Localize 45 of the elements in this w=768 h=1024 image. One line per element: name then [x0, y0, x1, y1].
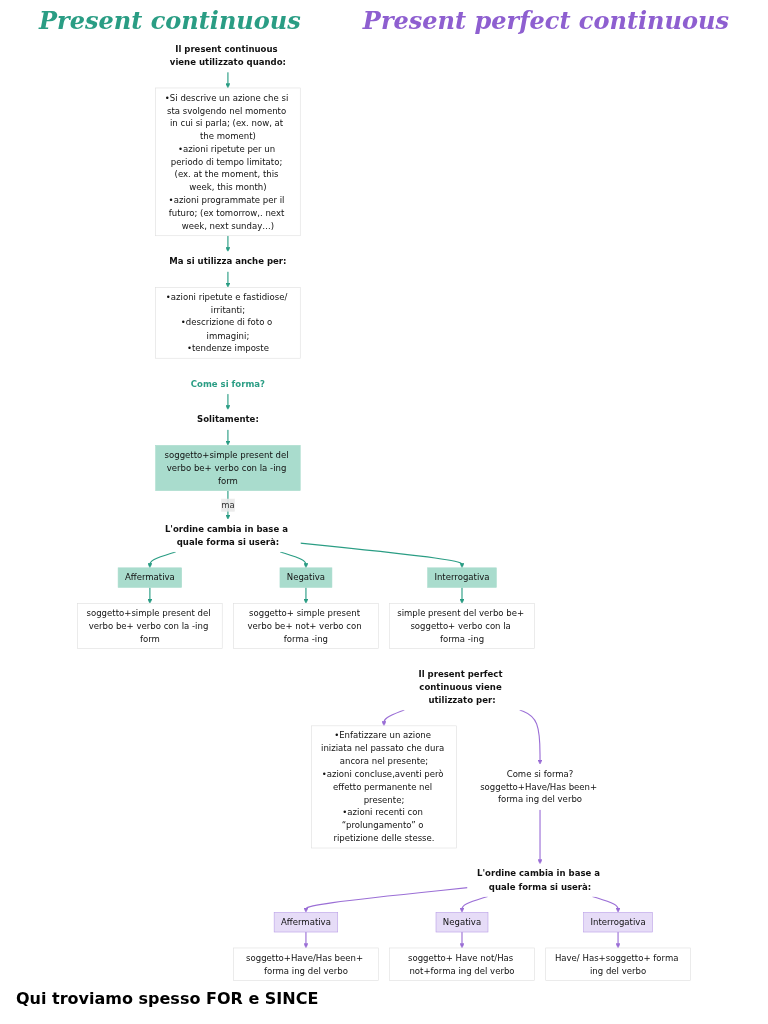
note-text: Qui troviamo spesso FOR e SINCE [16, 989, 320, 1008]
node-box: Have/ Has+soggetto+ forma ing del verbo [545, 947, 691, 981]
arrow [303, 887, 469, 913]
node-box: Interrogativa [427, 567, 497, 588]
section-heading: Present continuous [39, 6, 301, 35]
node-box: Negativa [435, 912, 489, 933]
node-box: •azioni ripetute e fastidiose/ irritanti; •descrizione di foto o immagini; •tendenze imposte [155, 287, 301, 359]
arrow [225, 71, 231, 89]
arrow [225, 270, 231, 288]
node-text: Come si forma? [190, 378, 266, 389]
section-heading: Present perfect continuous [362, 6, 729, 35]
edge-label: ma [221, 499, 235, 510]
node-box: soggetto+ Have not/Has not+forma ing del verbo [389, 947, 535, 981]
node-text: Il present continuous viene utilizzato quando: [169, 44, 287, 68]
arrow [459, 931, 465, 949]
node-box: •Si descrive un azione che si sta svolgendo nel momento in cui si parla; (ex. now, at the moment) •azioni ripetute per un periodo di tempo limitato; (ex. at the moment, this week, this month) •azioni programmate per il futuro; (ex tomorrow,. next week, next sunday…) [155, 87, 301, 237]
node-box: Negativa [279, 567, 333, 588]
node-text: Come si forma? soggetto+Have/Has been+ forma ing del verbo [480, 768, 598, 805]
arrow [519, 709, 543, 765]
arrow [225, 393, 231, 410]
node-text: L'ordine cambia in base a quale forma si userà: [477, 868, 601, 892]
node-text: L'ordine cambia in base a quale forma si userà: [164, 523, 288, 548]
arrow [225, 235, 231, 252]
arrow [615, 931, 621, 949]
arrow [147, 586, 153, 604]
arrow [381, 709, 405, 727]
node-text: Solitamente: [197, 414, 259, 425]
node-box: soggetto+ simple present verbo be+ not+ verbo con forma -ing [233, 603, 379, 649]
node-box: •Enfatizzare un azione iniziata nel passato che dura ancora nel presente; •azioni concluse,aventi però effetto permanente nel presente; •azioni recenti con “prolungamento” o ripetizione delle stesse. [311, 725, 457, 849]
node-box: Interrogativa [583, 912, 653, 933]
arrow [225, 428, 231, 446]
node-box: soggetto+Have/Has been+ forma ing del verbo [233, 947, 379, 981]
node-box: Affermativa [273, 912, 339, 933]
node-box: Affermativa [117, 567, 182, 588]
arrow [303, 586, 309, 604]
arrow [537, 809, 543, 865]
node-text: Il present perfect continuous viene utilizzato per: [418, 669, 503, 706]
node-box: soggetto+simple present del verbo be+ verbo con la -ing form [155, 445, 301, 491]
node-box: soggetto+simple present del verbo be+ verbo con la -ing form [77, 603, 223, 649]
arrow [303, 931, 309, 949]
arrow [299, 542, 465, 569]
node-text: Ma si utilizza anche per: [169, 256, 287, 267]
arrow [459, 586, 465, 604]
arrow [225, 490, 231, 520]
node-box: simple present del verbo be+ soggetto+ verbo con la forma -ing [389, 603, 535, 649]
